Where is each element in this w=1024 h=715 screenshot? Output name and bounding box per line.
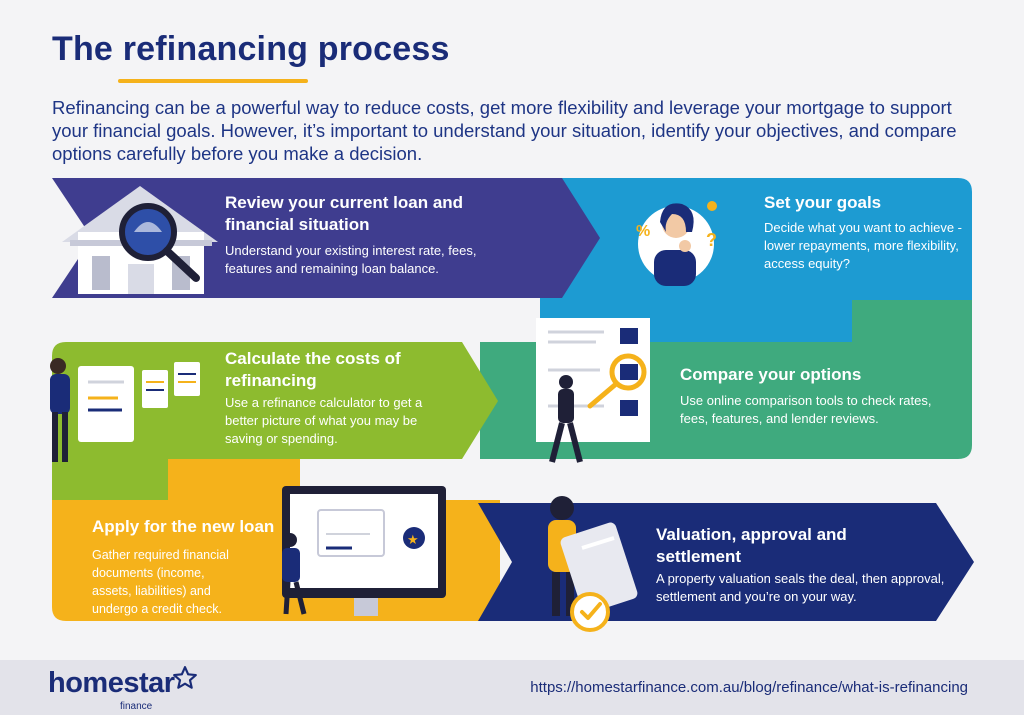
source-url[interactable]: https://homestarfinance.com.au/blog/refi… bbox=[530, 679, 968, 696]
svg-text:%: % bbox=[636, 223, 650, 240]
house-magnifier-icon bbox=[62, 186, 218, 294]
step-3-description: Use a refinance calculator to get a bett… bbox=[225, 395, 423, 446]
title-underline bbox=[118, 79, 308, 83]
homestar-logo[interactable]: homestar finance bbox=[48, 666, 197, 712]
step-2-description: Decide what you want to achieve - lower … bbox=[764, 220, 962, 271]
page-title: The refinancing process bbox=[52, 30, 450, 68]
step-3-title: Calculate the costs of refinancing bbox=[225, 349, 401, 390]
step-4-title: Compare your options bbox=[680, 365, 862, 384]
step-5-band bbox=[52, 459, 300, 621]
step-1-description: Understand your existing interest rate, … bbox=[225, 243, 477, 276]
step-6-description: A property valuation seals the deal, the… bbox=[656, 571, 945, 604]
svg-text:?: ? bbox=[706, 230, 717, 250]
svg-text:★: ★ bbox=[407, 533, 419, 548]
step-2-title: Set your goals bbox=[764, 193, 882, 212]
step-5-title: Apply for the new loan bbox=[92, 517, 275, 536]
approval-document-icon bbox=[548, 496, 638, 632]
step-4-description: Use online comparison tools to check rat… bbox=[680, 393, 932, 426]
footer-bar bbox=[0, 660, 1024, 715]
step-5-description: Gather required financial documents (inc… bbox=[92, 548, 229, 616]
logo-subtext: finance bbox=[120, 701, 153, 712]
logo-wordmark: homestar bbox=[48, 667, 175, 699]
star-icon bbox=[173, 666, 197, 689]
step-1-title: Review your current loan and financial s… bbox=[225, 193, 464, 234]
step-6-title: Valuation, approval and settlement bbox=[656, 525, 847, 566]
computer-application-icon: ★ bbox=[282, 486, 446, 616]
documents-woman-icon bbox=[50, 358, 200, 462]
comparison-chart-icon bbox=[536, 318, 650, 463]
intro-paragraph: Refinancing can be a powerful way to red… bbox=[52, 97, 957, 164]
thinking-woman-icon: % ? bbox=[636, 201, 717, 286]
